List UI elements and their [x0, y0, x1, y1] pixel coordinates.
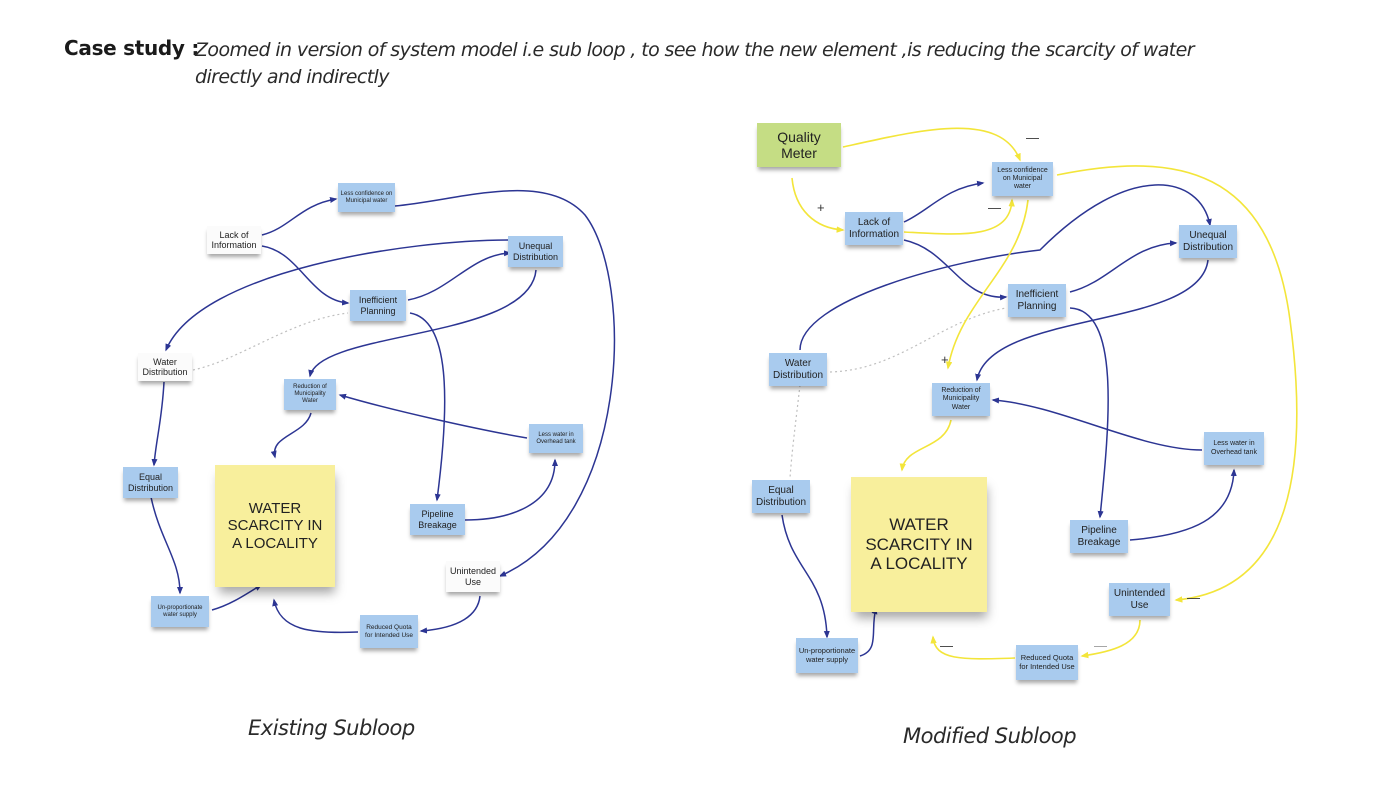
link-m-dotted-waterdist-inefficient — [829, 307, 1007, 373]
link-pipeline-lesswater — [464, 458, 558, 521]
polarity-sign-lessconf-unintended: — — [1187, 590, 1200, 605]
node-quality-meter: Quality Meter — [757, 123, 841, 167]
case-study-label: Case study : — [64, 36, 200, 60]
polarity-sign-lessconf-reduction: + — [941, 352, 949, 367]
polarity-sign-unintended-reducedquota: — — [1094, 638, 1107, 653]
link-unequal-waterdist — [165, 239, 509, 352]
node-lack-of-information: Lack of Information — [207, 226, 261, 254]
link-m-quality-lessconf — [842, 127, 1021, 162]
link-m-lessconf-reduction — [945, 199, 1029, 370]
node-m-inefficient-planning: Inefficient Planning — [1008, 284, 1066, 317]
caption-modified-subloop: Modified Subloop — [903, 724, 1077, 748]
link-m-unequal-reduction — [975, 259, 1209, 382]
node-m-lack-of-information: Lack of Information — [845, 212, 903, 245]
link-m-quality-lackinfo — [791, 177, 845, 233]
link-reducedquota-scarcity — [272, 598, 359, 634]
node-m-pipeline-breakage: Pipeline Breakage — [1070, 520, 1128, 553]
link-m-reducedquota-scarcity — [930, 635, 1016, 660]
node-unequal-distribution: Unequal Distribution — [508, 236, 563, 267]
case-study-description: Zoomed in version of system model i.e su… — [195, 39, 1195, 88]
link-unequal-reduction — [308, 269, 537, 378]
link-lackinfo-inefficient — [261, 245, 350, 306]
link-existing-dotted-waterdist-inefficient — [192, 312, 349, 371]
link-m-lackinfo-lessconf — [903, 180, 985, 223]
node-m-less-water-overhead-tank: Less water in Overhead tank — [1204, 432, 1264, 465]
node-m-unproportionate-water-supply: Un-proportionate water supply — [796, 638, 858, 673]
node-inefficient-planning: Inefficient Planning — [350, 290, 406, 321]
link-lesswater-reduction — [338, 393, 528, 439]
link-lackinfo-lessconf — [261, 197, 338, 236]
link-unprop-scarcity — [211, 584, 263, 611]
polarity-sign-lackinfo-lessconf: — — [988, 200, 1001, 215]
node-water-scarcity: WATER SCARCITY IN A LOCALITY — [215, 465, 335, 587]
link-m-dotted-waterdist-equal — [789, 384, 801, 479]
link-m-lackinfo-lessconf-yellow — [903, 198, 1015, 235]
node-m-less-confidence: Less confidence on Municipal water — [992, 162, 1053, 196]
link-m-waterdist-unequal — [799, 184, 1212, 351]
link-m-pipeline-lesswater — [1129, 468, 1237, 541]
link-m-equal-unprop — [781, 514, 830, 639]
node-pipeline-breakage: Pipeline Breakage — [410, 504, 465, 535]
node-m-unequal-distribution: Unequal Distribution — [1179, 225, 1237, 258]
node-unproportionate-water-supply: Un-proportionate water supply — [151, 596, 209, 627]
node-equal-distribution: Equal Distribution — [123, 467, 178, 498]
link-m-inefficient-pipeline — [1069, 307, 1109, 519]
link-m-lessconf-unintended — [1056, 165, 1298, 603]
link-lessconf-unintended — [394, 189, 616, 577]
node-m-unintended-use: Unintended Use — [1109, 583, 1170, 616]
node-m-reduction-municipality-water: Reduction of Municipality Water — [932, 383, 990, 416]
caption-existing-subloop: Existing Subloop — [248, 716, 415, 740]
link-unintended-reducedquota — [419, 595, 481, 634]
node-reduced-quota: Reduced Quota for Intended Use — [360, 615, 418, 648]
polarity-sign-quality-lackinfo: + — [817, 200, 825, 215]
node-less-confidence: Less confidence on Municipal water — [338, 183, 395, 212]
link-m-reduction-scarcity — [899, 419, 952, 472]
node-m-reduced-quota: Reduced Quota for Intended Use — [1016, 645, 1078, 680]
link-waterdist-equal — [151, 381, 165, 467]
link-m-lackinfo-inefficient — [903, 239, 1008, 301]
node-m-water-distribution: Water Distribution — [769, 353, 827, 386]
link-m-lesswater-reduction — [991, 397, 1203, 451]
link-m-unintended-reducedquota — [1080, 619, 1141, 659]
link-inefficient-unequal — [407, 250, 512, 301]
node-m-equal-distribution: Equal Distribution — [752, 480, 810, 513]
link-reduction-scarcity — [270, 412, 312, 459]
link-inefficient-pipeline — [409, 312, 446, 502]
node-reduction-municipality-water: Reduction of Municipality Water — [284, 379, 336, 410]
node-unintended-use: Unintended Use — [446, 561, 500, 592]
node-less-water-overhead-tank: Less water in Overhead tank — [529, 424, 583, 453]
polarity-sign-reducedquota-scarcity: — — [940, 638, 953, 653]
polarity-sign-quality-lessconf: — — [1026, 130, 1039, 145]
link-m-inefficient-unequal — [1069, 240, 1178, 293]
link-m-unprop-scarcity — [859, 606, 878, 657]
node-m-water-scarcity: WATER SCARCITY IN A LOCALITY — [851, 477, 987, 612]
node-water-distribution: Water Distribution — [138, 353, 192, 381]
link-equal-unprop — [150, 496, 183, 595]
